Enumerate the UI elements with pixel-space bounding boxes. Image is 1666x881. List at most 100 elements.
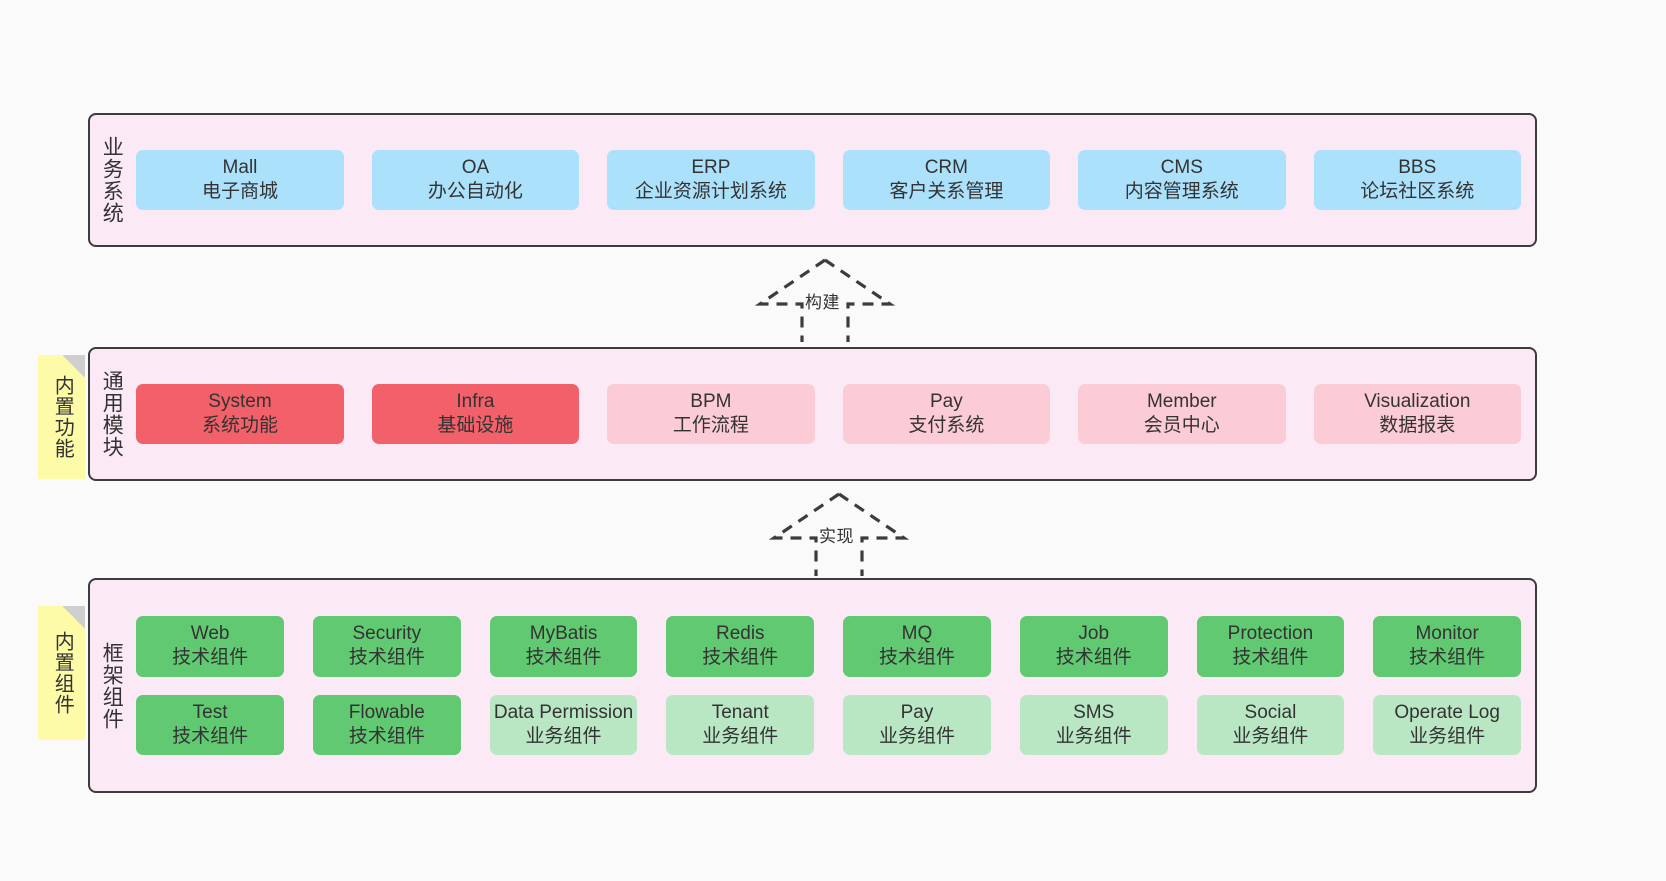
- card-title: Flowable: [348, 701, 425, 723]
- card-subtitle: 业务组件: [702, 725, 779, 747]
- card-subtitle: 业务组件: [1232, 725, 1309, 747]
- card-title: Visualization: [1364, 390, 1471, 412]
- card-title: CRM: [924, 156, 968, 178]
- card-subtitle: 客户关系管理: [889, 181, 1004, 202]
- card-subtitle: 业务组件: [525, 725, 602, 747]
- card-subtitle: 技术组件: [1409, 647, 1486, 669]
- card-title: Protection: [1227, 622, 1314, 644]
- card-crm[interactable]: CRM 客户关系管理: [842, 149, 1051, 211]
- connector-build-shape: [754, 258, 896, 342]
- card-title: MQ: [901, 622, 933, 644]
- note-builtin-components-label: 内置组件: [51, 631, 74, 715]
- card-subtitle: 技术组件: [172, 647, 249, 669]
- card-title: Monitor: [1415, 622, 1479, 644]
- card-pay[interactable]: Pay 支付系统: [842, 383, 1051, 445]
- card-subtitle: 工作流程: [672, 415, 749, 436]
- card-subtitle: 技术组件: [172, 725, 249, 747]
- card-security[interactable]: Security 技术组件: [312, 615, 461, 677]
- card-subtitle: 技术组件: [348, 725, 425, 747]
- card-title: SMS: [1073, 701, 1115, 723]
- card-monitor[interactable]: Monitor 技术组件: [1373, 615, 1521, 677]
- card-subtitle: 业务组件: [878, 725, 955, 747]
- card-oa[interactable]: OA 办公自动化: [371, 149, 580, 211]
- card-subtitle: 技术组件: [1232, 647, 1309, 669]
- card-title: ERP: [691, 156, 731, 178]
- note-builtin-features: 内置功能: [38, 355, 85, 479]
- layer-business-title: 业务系统: [100, 136, 124, 224]
- connector-build: 构建: [754, 258, 898, 342]
- card-mq[interactable]: MQ 技术组件: [843, 615, 991, 677]
- card-subtitle: 数据报表: [1379, 415, 1456, 436]
- card-subtitle: 技术组件: [348, 647, 425, 669]
- card-title: System: [208, 390, 272, 412]
- card-title: Mall: [222, 156, 258, 178]
- card-title: Job: [1078, 622, 1110, 644]
- card-subtitle: 技术组件: [1055, 647, 1132, 669]
- card-title: Tenant: [711, 701, 769, 723]
- note-builtin-features-label: 内置功能: [51, 375, 74, 459]
- card-title: Data Permission: [493, 701, 634, 723]
- card-title: Infra: [456, 390, 495, 412]
- card-subtitle: 业务组件: [1409, 725, 1486, 747]
- card-mybatis[interactable]: MyBatis 技术组件: [489, 615, 638, 677]
- card-subtitle: 支付系统: [908, 415, 985, 436]
- note-builtin-components: 内置组件: [38, 606, 85, 740]
- card-subtitle: 系统功能: [201, 415, 278, 436]
- card-web[interactable]: Web 技术组件: [136, 615, 284, 677]
- card-cms[interactable]: CMS 内容管理系统: [1078, 149, 1286, 211]
- card-subtitle: 技术组件: [525, 647, 602, 669]
- card-subtitle: 业务组件: [1055, 725, 1132, 747]
- layer-framework-title: 框架组件: [100, 641, 124, 730]
- card-title: Test: [192, 701, 228, 723]
- card-title: BBS: [1398, 156, 1437, 178]
- card-erp[interactable]: ERP 企业资源计划系统: [607, 149, 815, 211]
- card-title: CMS: [1160, 156, 1203, 178]
- card-system[interactable]: System 系统功能: [136, 383, 344, 445]
- card-title: Pay: [929, 390, 963, 412]
- card-title: Security: [352, 622, 422, 644]
- card-subtitle: 技术组件: [702, 647, 779, 669]
- card-infra[interactable]: Infra 基础设施: [371, 383, 580, 445]
- card-visualization[interactable]: Visualization 数据报表: [1313, 383, 1521, 445]
- connector-implement: 实现: [768, 492, 912, 576]
- connector-implement-shape: [768, 492, 910, 576]
- card-protection[interactable]: Protection 技术组件: [1196, 615, 1345, 677]
- card-title: Pay: [900, 701, 934, 723]
- card-subtitle: 企业资源计划系统: [634, 181, 787, 202]
- layer-common-title: 通用模块: [100, 370, 124, 458]
- card-subtitle: 办公自动化: [427, 181, 523, 202]
- card-redis[interactable]: Redis 技术组件: [666, 615, 815, 677]
- card-subtitle: 内容管理系统: [1124, 181, 1239, 202]
- card-title: OA: [461, 156, 490, 178]
- card-subtitle: 会员中心: [1143, 415, 1220, 436]
- card-job[interactable]: Job 技术组件: [1019, 615, 1168, 677]
- card-subtitle: 技术组件: [878, 647, 955, 669]
- card-title: Redis: [715, 622, 765, 644]
- card-title: Web: [190, 622, 230, 644]
- connector-implement-label: 实现: [819, 527, 854, 546]
- card-title: MyBatis: [529, 622, 598, 644]
- card-subtitle: 基础设施: [437, 415, 514, 436]
